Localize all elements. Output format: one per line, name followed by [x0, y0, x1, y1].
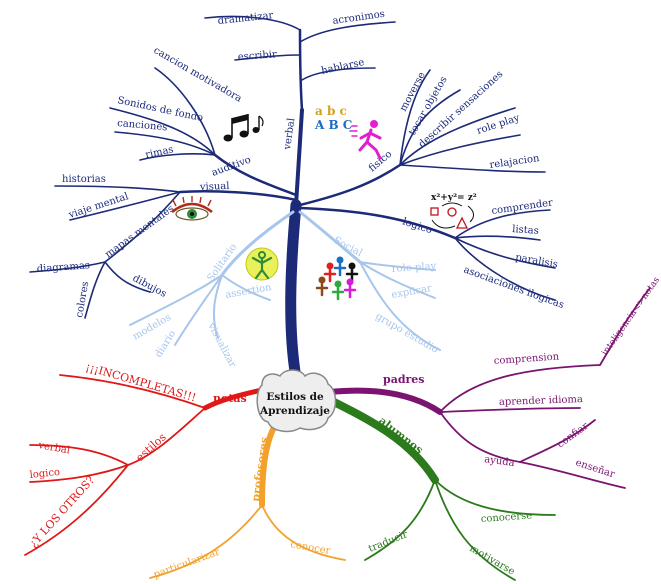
- svg-text:x²+y²= z²: x²+y²= z²: [431, 193, 477, 203]
- letters-icon: a b c A B C: [314, 104, 352, 132]
- alumnos-item[interactable]: conocerse: [480, 510, 532, 525]
- tipo-visual-item[interactable]: mapas mentales: [103, 203, 176, 260]
- notas-item[interactable]: ¡¡¡INCOMPLETAS!!!: [84, 360, 197, 404]
- tipo-verbal[interactable]: verbal: [282, 117, 297, 151]
- subtipo-social-item[interactable]: grupo estudio: [374, 311, 440, 356]
- profesores-item[interactable]: particularizar: [152, 547, 221, 581]
- tipo-visual-item[interactable]: viaje mental: [67, 191, 130, 221]
- alumnos-item[interactable]: traducir: [367, 529, 410, 555]
- tipo-fisico-item[interactable]: role play: [476, 113, 522, 137]
- subtipo-social-item[interactable]: explicar: [391, 283, 433, 301]
- subtipo-social[interactable]: Social: [332, 235, 364, 259]
- tipo-visual-item[interactable]: colores: [74, 280, 91, 318]
- tipo-verbal-item[interactable]: dramatizar: [217, 10, 274, 27]
- tipo-verbal-item[interactable]: escribir: [237, 49, 277, 63]
- padres-item[interactable]: aprender idioma: [499, 394, 583, 408]
- runner-icon: [349, 120, 382, 160]
- math-formula-icon: x²+y²= z²: [430, 193, 477, 229]
- branch-notas[interactable]: notas: [213, 392, 247, 405]
- branch-tipos[interactable]: tipos: [284, 230, 301, 262]
- music-notes-icon: [223, 114, 264, 142]
- group-people-icon: [315, 256, 359, 301]
- tipo-logico[interactable]: logico: [401, 216, 433, 236]
- profesores-item[interactable]: conocer: [289, 539, 331, 557]
- branch-alumnos[interactable]: alumnos: [376, 414, 425, 457]
- tipo-logico-item[interactable]: listas: [512, 224, 539, 237]
- notas-item[interactable]: ¿Y LOS OTROS?: [27, 474, 98, 550]
- tipo-auditivo-item[interactable]: rimas: [144, 144, 174, 161]
- padres-item[interactable]: inteligencia<>notas: [600, 275, 661, 358]
- branch-padres[interactable]: padres: [383, 373, 425, 386]
- notas-item[interactable]: estilos: [133, 430, 169, 464]
- tipo-logico-item[interactable]: paralisis: [514, 252, 558, 270]
- branch-profesores[interactable]: profesores: [249, 436, 271, 502]
- subtipo-solitario-item[interactable]: visualizar: [205, 320, 238, 369]
- notas-item[interactable]: logico: [29, 467, 60, 481]
- central-title-line1: Estilos de: [266, 391, 324, 403]
- eye-icon: [171, 196, 213, 221]
- tipo-auditivo-item[interactable]: canciones: [117, 118, 168, 133]
- tipo-logico-item[interactable]: asociaciones ilogicas: [462, 264, 565, 311]
- tipo-auditivo-item[interactable]: cancion motivadora: [152, 45, 244, 105]
- tipo-verbal-item[interactable]: hablarse: [320, 57, 365, 77]
- svg-text:a b c: a b c: [315, 104, 347, 118]
- person-icon: [245, 247, 279, 281]
- central-node[interactable]: Estilos de Aprendizaje: [256, 369, 337, 433]
- tipo-visual[interactable]: visual: [199, 181, 230, 193]
- tipo-visual-item[interactable]: diagramas: [36, 260, 90, 275]
- tipo-verbal-item[interactable]: acronimos: [332, 9, 386, 27]
- svg-text:A B C: A B C: [314, 118, 352, 132]
- central-title-line2: Aprendizaje: [259, 405, 330, 417]
- padres-item[interactable]: comprension: [493, 351, 560, 367]
- notas-item[interactable]: verbal: [36, 440, 70, 457]
- subtipo-solitario[interactable]: Solitario: [205, 242, 239, 284]
- tipo-fisico-item[interactable]: relajacion: [489, 153, 541, 171]
- tipos-trunk: [285, 199, 302, 384]
- tipo-visual-item[interactable]: historias: [62, 174, 106, 185]
- padres-item[interactable]: ayuda: [484, 454, 516, 469]
- alumnos-item[interactable]: motivarse: [468, 543, 517, 578]
- subtipo-social-item[interactable]: role-play: [391, 261, 437, 275]
- padres-item[interactable]: confiar: [555, 421, 590, 451]
- tipo-logico-item[interactable]: comprender: [491, 197, 554, 217]
